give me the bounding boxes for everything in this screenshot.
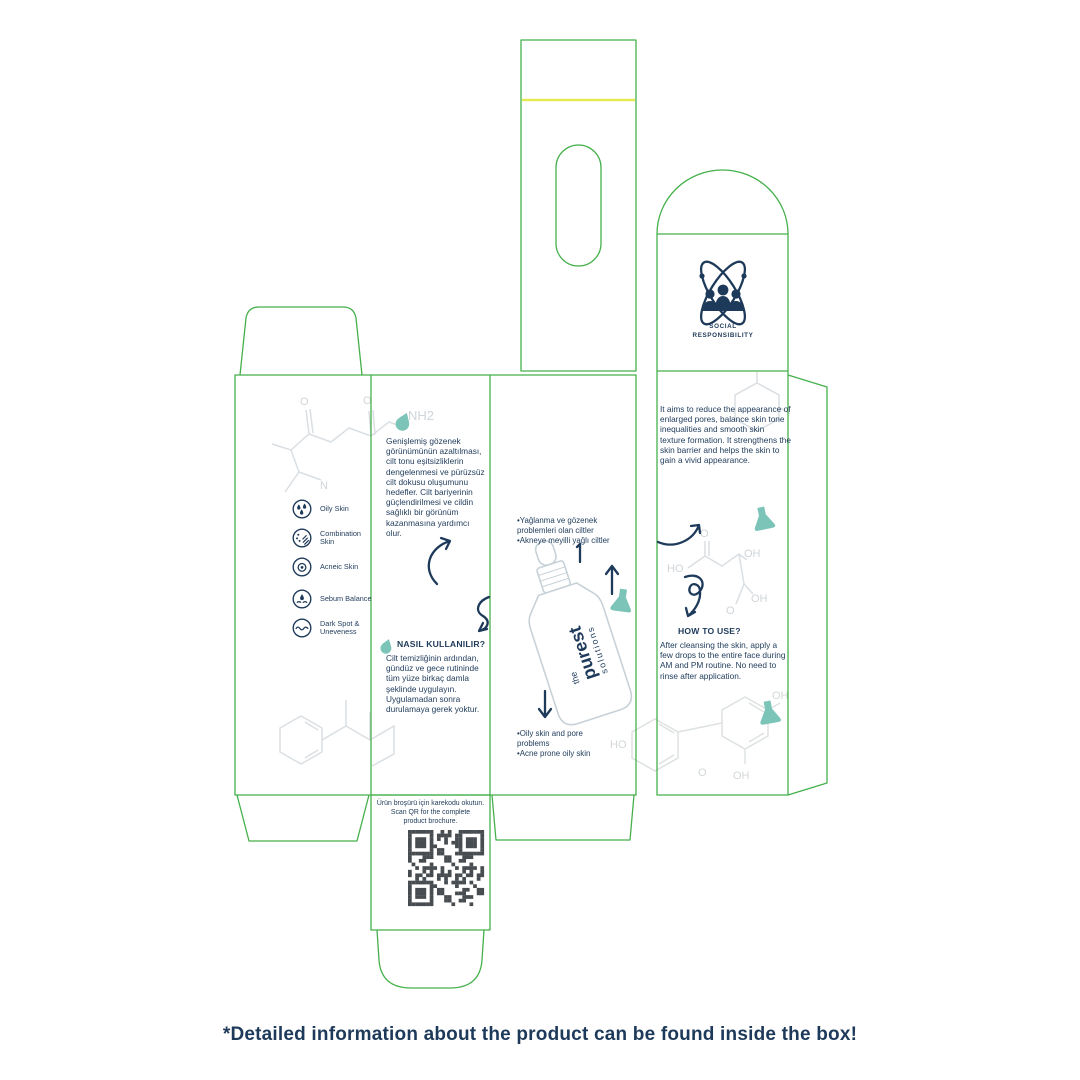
accent-icons <box>380 412 781 725</box>
chem-label: NH2 <box>408 408 434 423</box>
social-flap-outline <box>656 169 789 371</box>
skin-type-label: Dark Spot & Uneveness <box>320 618 360 636</box>
chemical-labels-acid: HO O OH O OH <box>667 528 768 617</box>
english-usage-text: After cleansing the skin, apply a few dr… <box>660 640 786 681</box>
left-top-tab <box>239 306 363 376</box>
chem-label: N <box>320 480 328 492</box>
skin-type-row-oily: Oily Skin <box>291 498 374 520</box>
social-label-line2: RESPONSIBILITY <box>692 331 754 339</box>
bottom-left-flap <box>236 794 370 842</box>
turkish-description: Genişlemiş gözenek görünümünün azaltılma… <box>386 436 485 538</box>
chem-label: O <box>698 767 707 779</box>
top-flap <box>520 39 637 372</box>
footer-note: *Detailed information about the product … <box>222 1024 858 1045</box>
audience-line: •Oily skin and pore <box>517 729 583 738</box>
turkish-usage-text: Cilt temizliğinin ardından, gündüz ve ge… <box>386 653 480 715</box>
english-description: It aims to reduce the appearance of enla… <box>660 404 791 466</box>
bottle-body <box>528 582 633 726</box>
skin-type-row-acneic: Acneic Skin <box>291 556 374 578</box>
right-panel <box>656 370 789 796</box>
audience-line: •Yağlanma ve gözenek <box>517 516 598 525</box>
chemical-structure-top-decoration <box>271 408 407 493</box>
arrow-squiggle-icon <box>656 523 702 546</box>
audience-list-english: •Oily skin and pore problems •Acne prone… <box>517 729 590 759</box>
qr-caption-turkish: Ürün broşürü için karekodu okutun. <box>376 800 485 807</box>
skin-type-label: Acneic Skin <box>320 561 359 571</box>
skin-type-label: Combination Skin <box>320 528 361 546</box>
skin-type-label: Sebum Balance <box>320 593 372 603</box>
dark-spot-icon <box>292 618 312 638</box>
arrow-down-icon <box>537 689 553 719</box>
skin-type-row-combination: Combination Skin <box>291 527 374 549</box>
flask-icon <box>610 588 631 613</box>
chem-label: O <box>700 528 709 540</box>
bottom-tongue <box>376 929 485 989</box>
qr-code-modules <box>408 830 485 907</box>
turkish-usage-title: NASIL KULLANILIR? <box>397 639 486 649</box>
glue-flap <box>787 374 828 796</box>
chemical-structure-bottomright-decoration <box>631 696 781 772</box>
audience-list-turkish: •Yağlanma ve gözenek problemleri olan ci… <box>517 516 610 546</box>
qr-caption-english: Scan QR for the complete product brochur… <box>390 809 471 825</box>
audience-line: problems <box>517 739 550 748</box>
drop-icon <box>395 412 410 431</box>
oily-skin-icon <box>292 499 312 519</box>
audience-line: •Akneye meyilli yağlı ciltler <box>517 536 610 545</box>
social-responsibility-label: SOCIAL RESPONSIBILITY <box>686 323 760 340</box>
bottom-center-flap <box>491 794 635 841</box>
arrow-up-icon <box>604 564 620 596</box>
dropper-bottle-illustration: the purest solutions <box>528 540 633 726</box>
chemical-labels-top: O O NH2 N <box>300 395 434 492</box>
sebum-balance-icon <box>292 589 312 609</box>
arrow-squiggle-icon <box>476 595 491 633</box>
dieline-outline <box>234 39 828 989</box>
chem-label: O <box>363 395 372 407</box>
chem-label: OH <box>751 593 768 605</box>
chem-label: OH <box>744 548 761 560</box>
english-usage-title: HOW TO USE? <box>678 626 741 636</box>
chemical-structure-bottomleft-decoration <box>279 700 395 767</box>
skin-type-row-sebum: Sebum Balance <box>291 588 374 610</box>
qr-caption: Ürün broşürü için karekodu okutun. Scan … <box>372 799 489 826</box>
droplet-mark-icon <box>575 542 582 564</box>
flask-icon <box>760 700 781 725</box>
bottle-brand-the: the <box>568 670 581 685</box>
combination-skin-icon <box>292 528 312 548</box>
chem-label: OH <box>733 770 750 782</box>
chem-label: OH <box>772 690 789 702</box>
chem-label: HO <box>610 739 627 751</box>
flask-icon <box>754 506 776 531</box>
arrow-squiggle-icon <box>427 536 452 586</box>
chem-label: HO <box>667 563 684 575</box>
chem-label: O <box>300 396 309 408</box>
audience-line: •Acne prone oily skin <box>517 749 591 758</box>
skin-type-row-darkspot: Dark Spot & Uneveness <box>291 617 374 639</box>
acneic-skin-icon <box>292 557 312 577</box>
arrow-loop-icon <box>683 574 704 618</box>
social-responsibility-icon <box>699 260 747 326</box>
chem-label: O <box>726 605 735 617</box>
handle-cutout <box>555 144 602 267</box>
chemical-labels-bottomright: HO O OH OH <box>610 690 789 782</box>
qr-panel-outline <box>370 794 491 931</box>
annotation-arrows <box>427 523 704 719</box>
qr-code <box>408 830 485 907</box>
audience-line: problemleri olan ciltler <box>517 526 594 535</box>
social-label-line1: SOCIAL <box>709 323 737 330</box>
drop-icon <box>380 639 392 654</box>
chemical-structure-acid-decoration <box>687 541 754 605</box>
skin-type-label: Oily Skin <box>320 503 349 513</box>
